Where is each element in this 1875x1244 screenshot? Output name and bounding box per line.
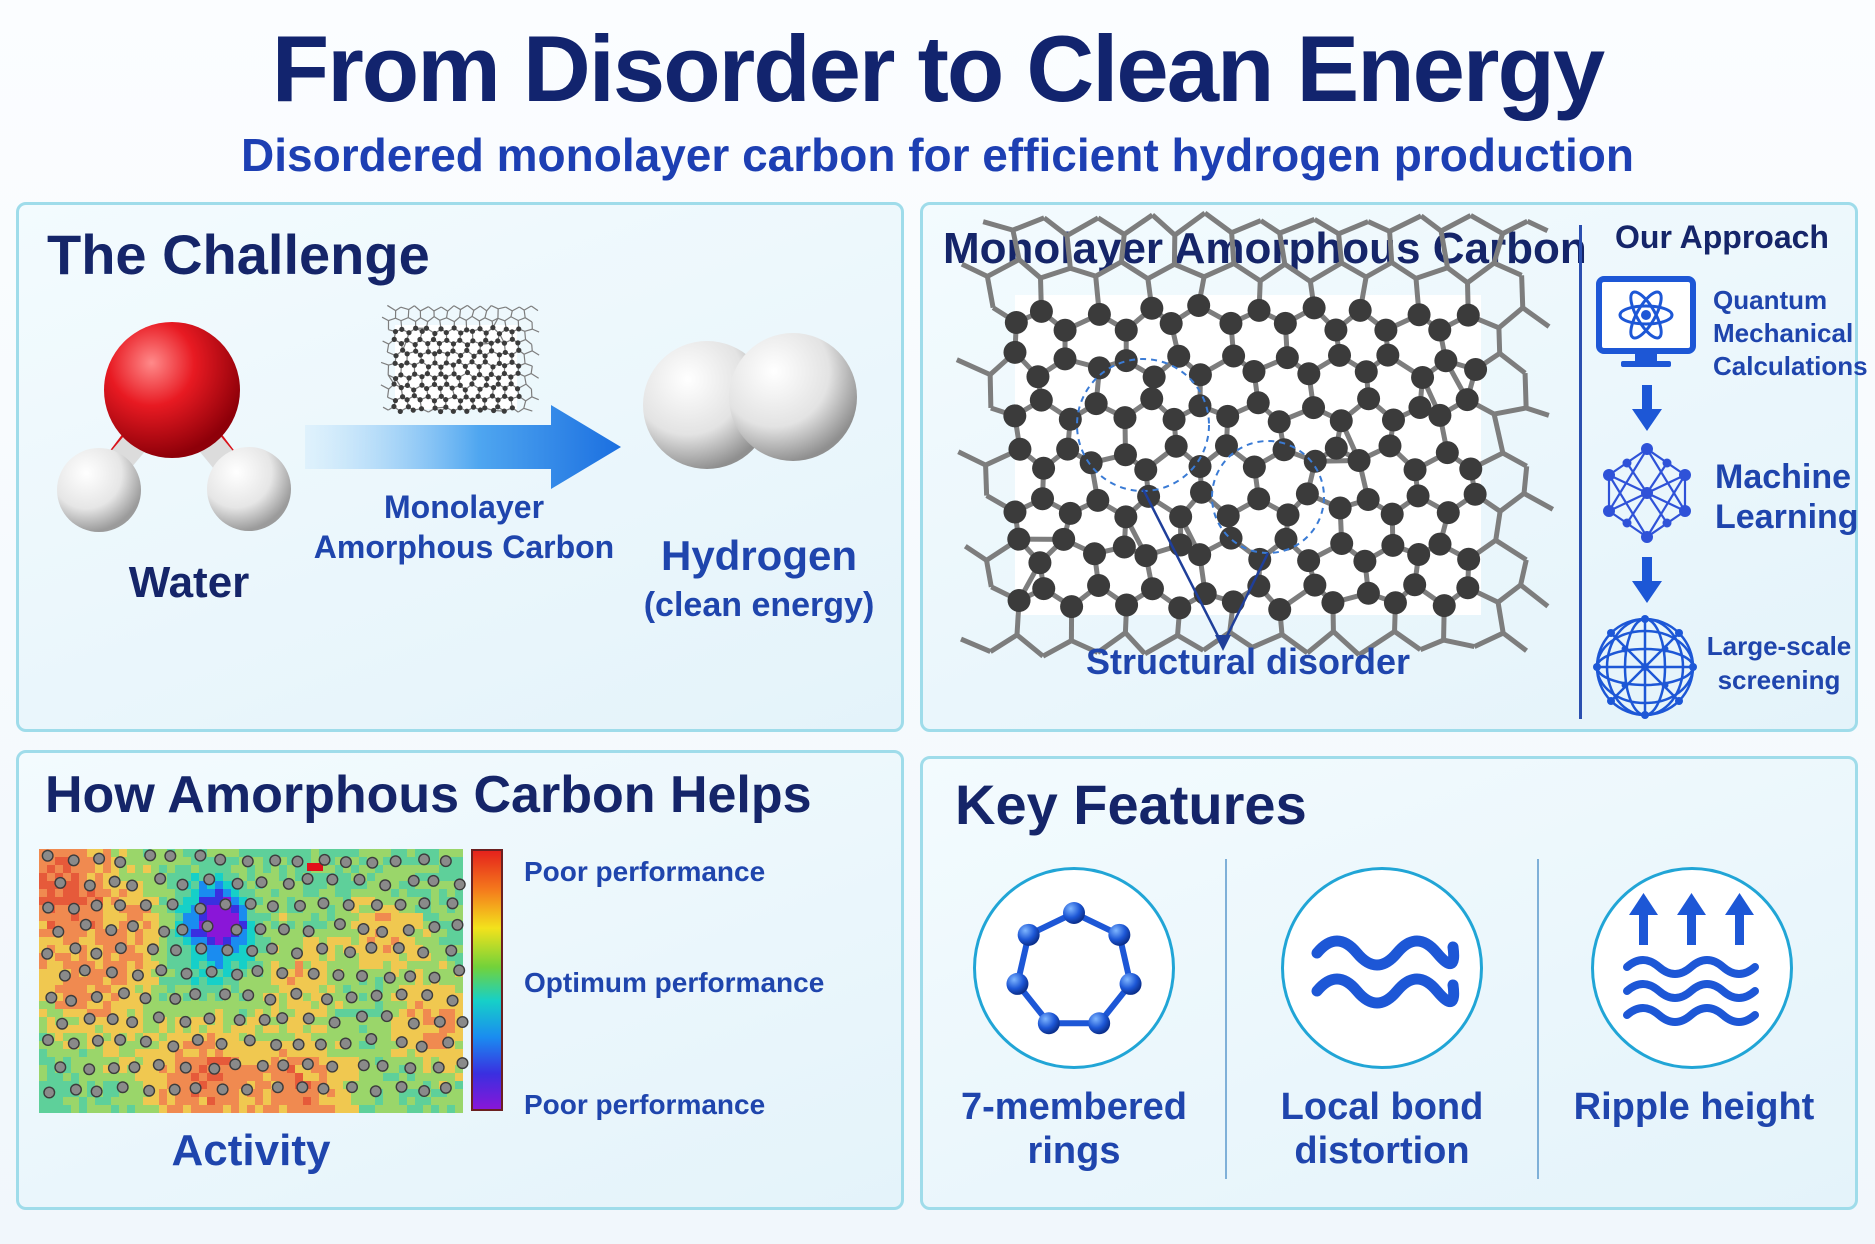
helps-panel: How Amorphous Carbon Helps Poor performa… xyxy=(16,750,904,1210)
approach-step1-line3: Calculations xyxy=(1713,351,1868,381)
approach-divider xyxy=(1579,225,1582,719)
challenge-panel: The Challenge Water xyxy=(16,202,904,732)
scale-bottom-label: Poor performance xyxy=(524,1089,766,1120)
features-panel: Key Features 7-membered rings Local bond… xyxy=(920,756,1858,1210)
catalyst-label-line1: Monolayer xyxy=(383,489,545,525)
feature-divider-2 xyxy=(1537,859,1539,1179)
wave-distortion-icon xyxy=(1311,935,1460,1009)
structure-panel: Monolayer Amorphous Carbon Structural di… xyxy=(920,202,1868,732)
hydrogen-label: Hydrogen xyxy=(660,532,857,579)
catalyst-label-line2: Amorphous Carbon xyxy=(313,529,615,565)
approach-title: Our Approach xyxy=(1615,219,1829,255)
page-subtitle: Disordered monolayer carbon for efficien… xyxy=(241,129,1634,181)
challenge-title: The Challenge xyxy=(47,223,430,286)
structural-disorder-label: Structural disorder xyxy=(1085,641,1411,682)
reaction-arrow-icon xyxy=(305,405,621,489)
feature-2-line2: distortion xyxy=(1294,1130,1470,1172)
water-label: Water xyxy=(128,558,250,607)
heptagon-ring-icon xyxy=(1006,902,1142,1035)
scale-top-label: Poor performance xyxy=(524,856,766,887)
neural-network-icon xyxy=(1603,443,1691,543)
water-molecule-icon xyxy=(57,322,291,532)
hydrogen-molecule-icon xyxy=(643,333,857,469)
approach-step3-line1: Large-scale xyxy=(1706,631,1852,661)
activity-heatmap xyxy=(39,849,469,1113)
scale-mid-label: Optimum performance xyxy=(524,967,825,998)
disorder-markers xyxy=(1076,358,1325,651)
structure-title: Monolayer Amorphous Carbon xyxy=(943,224,1587,273)
colorbar xyxy=(471,849,503,1111)
feature-3-line1: Ripple height xyxy=(1573,1086,1815,1128)
approach-step1-line1: Quantum xyxy=(1713,285,1828,315)
carbon-lattice-thumbnail xyxy=(380,304,540,415)
helps-title: How Amorphous Carbon Helps xyxy=(45,766,812,824)
activity-caption: Activity xyxy=(171,1126,331,1175)
ripple-arrows-icon xyxy=(1623,893,1759,1026)
features-title: Key Features xyxy=(955,773,1307,836)
page-title: From Disorder to Clean Energy xyxy=(271,16,1605,121)
feature-divider-1 xyxy=(1225,859,1227,1179)
amorphous-carbon-lattice xyxy=(955,211,1555,659)
feature-1-line2: rings xyxy=(1027,1130,1121,1172)
feature-2-line1: Local bond xyxy=(1280,1086,1484,1128)
hydrogen-sublabel: (clean energy) xyxy=(643,586,875,624)
approach-step1-line2: Mechanical xyxy=(1713,318,1854,348)
feature-1-line1: 7-membered xyxy=(961,1086,1187,1128)
arrow-down-icon-2 xyxy=(1632,557,1662,603)
approach-step3-line2: screening xyxy=(1717,665,1841,695)
feature-ring-1 xyxy=(973,867,1175,1069)
geodesic-sphere-icon xyxy=(1593,615,1697,719)
atom-monitor-icon xyxy=(1596,276,1696,367)
approach-step2-line1: Machine xyxy=(1715,458,1852,496)
approach-step2-line2: Learning xyxy=(1715,498,1859,536)
arrow-down-icon xyxy=(1632,385,1662,431)
